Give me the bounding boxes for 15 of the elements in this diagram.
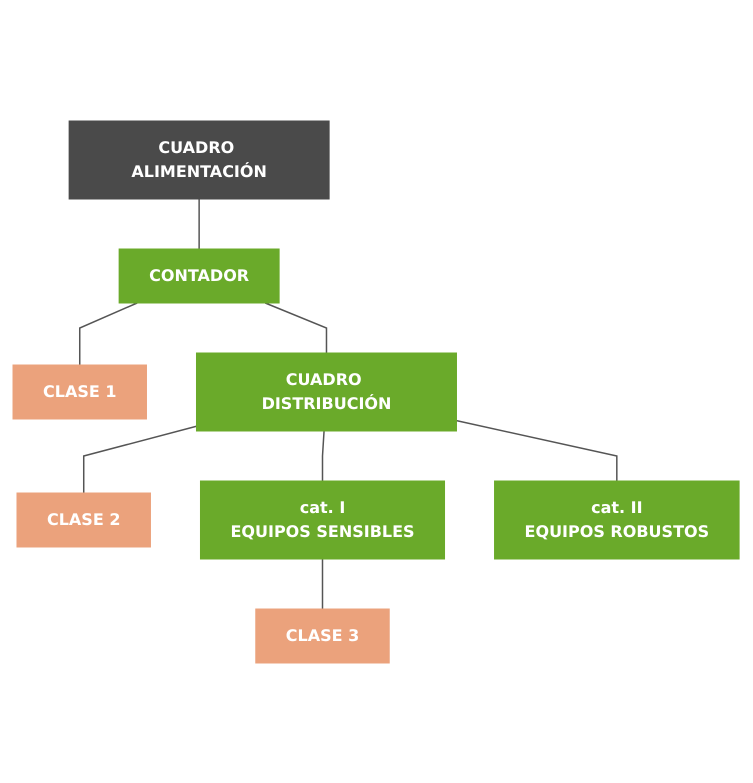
connector — [265, 302, 328, 352]
node-box: CLASE 1 — [12, 364, 148, 419]
node-box: CONTADOR — [119, 248, 280, 303]
node-box: cat. II EQUIPOS ROBUSTOS — [494, 480, 740, 559]
node-box: cat. I EQUIPOS SENSIBLES — [200, 480, 446, 559]
node-box: CLASE 2 — [16, 492, 152, 547]
node-box: CLASE 3 — [256, 608, 390, 663]
connector — [79, 302, 138, 364]
connector — [322, 430, 326, 480]
node-box: CUADRO DISTRIBUCIÓN — [196, 352, 458, 431]
connector — [198, 198, 200, 248]
connector — [83, 425, 198, 492]
connector — [456, 419, 618, 480]
connector — [322, 558, 324, 608]
node-box: CUADRO ALIMENTACIÓN — [69, 120, 330, 199]
